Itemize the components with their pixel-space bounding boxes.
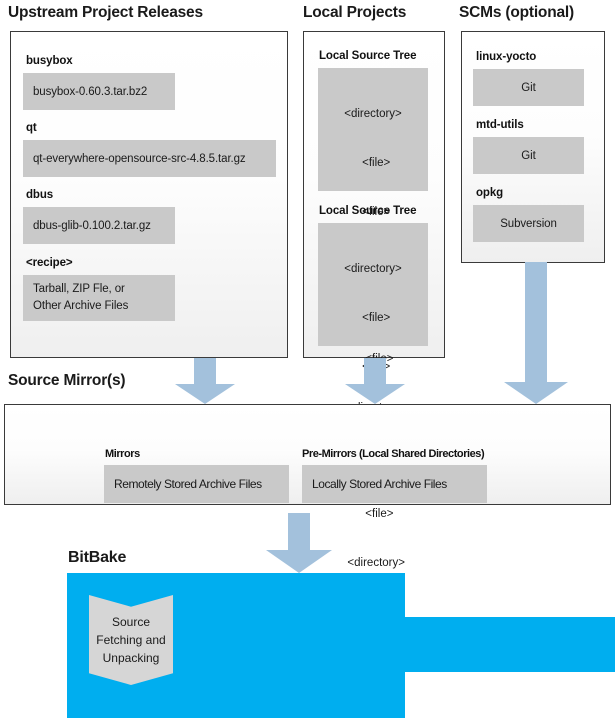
task-source-fetching-and-unpacking: Source Fetching and Unpacking — [89, 595, 173, 685]
group-label-qt: qt — [26, 122, 37, 134]
task-label-line1: Source — [111, 615, 151, 629]
artifact-generic-archive: Tarball, ZIP Fle, or Other Archive Files — [23, 275, 175, 321]
panel-scms: linux-yocto Git mtd-utils Git opkg Subve… — [461, 31, 605, 263]
scm-opkg-type: Subversion — [473, 205, 584, 242]
arrow-head — [175, 384, 235, 404]
bitbake-block-extension — [405, 617, 615, 672]
arrow-shaft — [364, 358, 386, 385]
mirror-box-local-archives: Locally Stored Archive Files — [302, 465, 487, 503]
group-label-recipe: <recipe> — [26, 257, 73, 269]
arrow-source-mirrors-to-bitbake — [266, 513, 332, 573]
arrow-shaft — [288, 513, 310, 551]
task-label-line2: Fetching and — [96, 633, 166, 647]
arrow-shaft — [525, 262, 547, 382]
tree-line: <file> — [355, 205, 391, 218]
group-label-mtd-utils: mtd-utils — [476, 119, 524, 131]
column-heading-local-projects: Local Projects — [303, 4, 407, 21]
arrow-scms-to-source-mirrors — [504, 262, 568, 404]
arrow-head — [504, 382, 568, 404]
artifact-generic-archive-line1: Tarball, ZIP Fle, or — [33, 283, 125, 296]
scm-mtd-utils-type: Git — [473, 137, 584, 174]
section-heading-source-mirrors: Source Mirror(s) — [8, 372, 126, 389]
task-label-line3: Unpacking — [102, 651, 160, 665]
group-label-opkg: opkg — [476, 187, 504, 199]
local-source-tree-2: <directory> <file> <file> <directory> <f… — [318, 223, 428, 569]
arrow-head — [266, 550, 332, 573]
tree-line: <directory> — [344, 107, 402, 120]
column-heading-upstream: Upstream Project Releases — [8, 4, 203, 21]
tree-line: <directory> — [341, 556, 405, 569]
panel-local-projects: Local Source Tree <directory> <file> <fi… — [303, 31, 445, 569]
column-heading-scms: SCMs (optional) — [459, 4, 574, 21]
tree-line: <directory> — [344, 262, 402, 275]
section-heading-bitbake: BitBake — [68, 549, 127, 566]
group-label-local-source-tree-1: Local Source Tree — [319, 50, 417, 62]
panel-upstream-project-releases: busybox busybox-0.60.3.tar.bz2 qt qt-eve… — [10, 31, 288, 358]
artifact-generic-archive-line2: Other Archive Files — [33, 300, 129, 312]
group-label-linux-yocto: linux-yocto — [476, 51, 537, 63]
group-label-busybox: busybox — [26, 55, 73, 67]
scm-linux-yocto-type: Git — [473, 69, 584, 106]
artifact-qt-tarball: qt-everywhere-opensource-src-4.8.5.tar.g… — [23, 140, 276, 177]
artifact-dbus-tarball: dbus-glib-0.100.2.tar.gz — [23, 207, 175, 244]
mirror-label-pre-mirrors: Pre-Mirrors (Local Shared Directories) — [302, 448, 485, 460]
mirror-box-remote-archives: Remotely Stored Archive Files — [104, 465, 289, 503]
artifact-busybox-tarball: busybox-0.60.3.tar.bz2 — [23, 73, 175, 110]
arrow-upstream-to-source-mirrors — [175, 358, 235, 404]
group-label-local-source-tree-2: Local Source Tree — [319, 205, 417, 217]
tree-line: <file> — [355, 156, 391, 169]
arrow-local-projects-to-source-mirrors — [345, 358, 405, 404]
local-source-tree-1: <directory> <file> <file> <directory> <f… — [318, 68, 428, 414]
tree-line: <file> — [352, 507, 394, 520]
group-label-dbus: dbus — [26, 189, 54, 201]
arrow-shaft — [194, 358, 216, 385]
panel-source-mirrors: Mirrors Remotely Stored Archive Files Pr… — [4, 404, 611, 505]
mirror-label-mirrors: Mirrors — [105, 448, 140, 460]
arrow-head — [345, 384, 405, 404]
tree-line: <file> — [355, 311, 391, 324]
